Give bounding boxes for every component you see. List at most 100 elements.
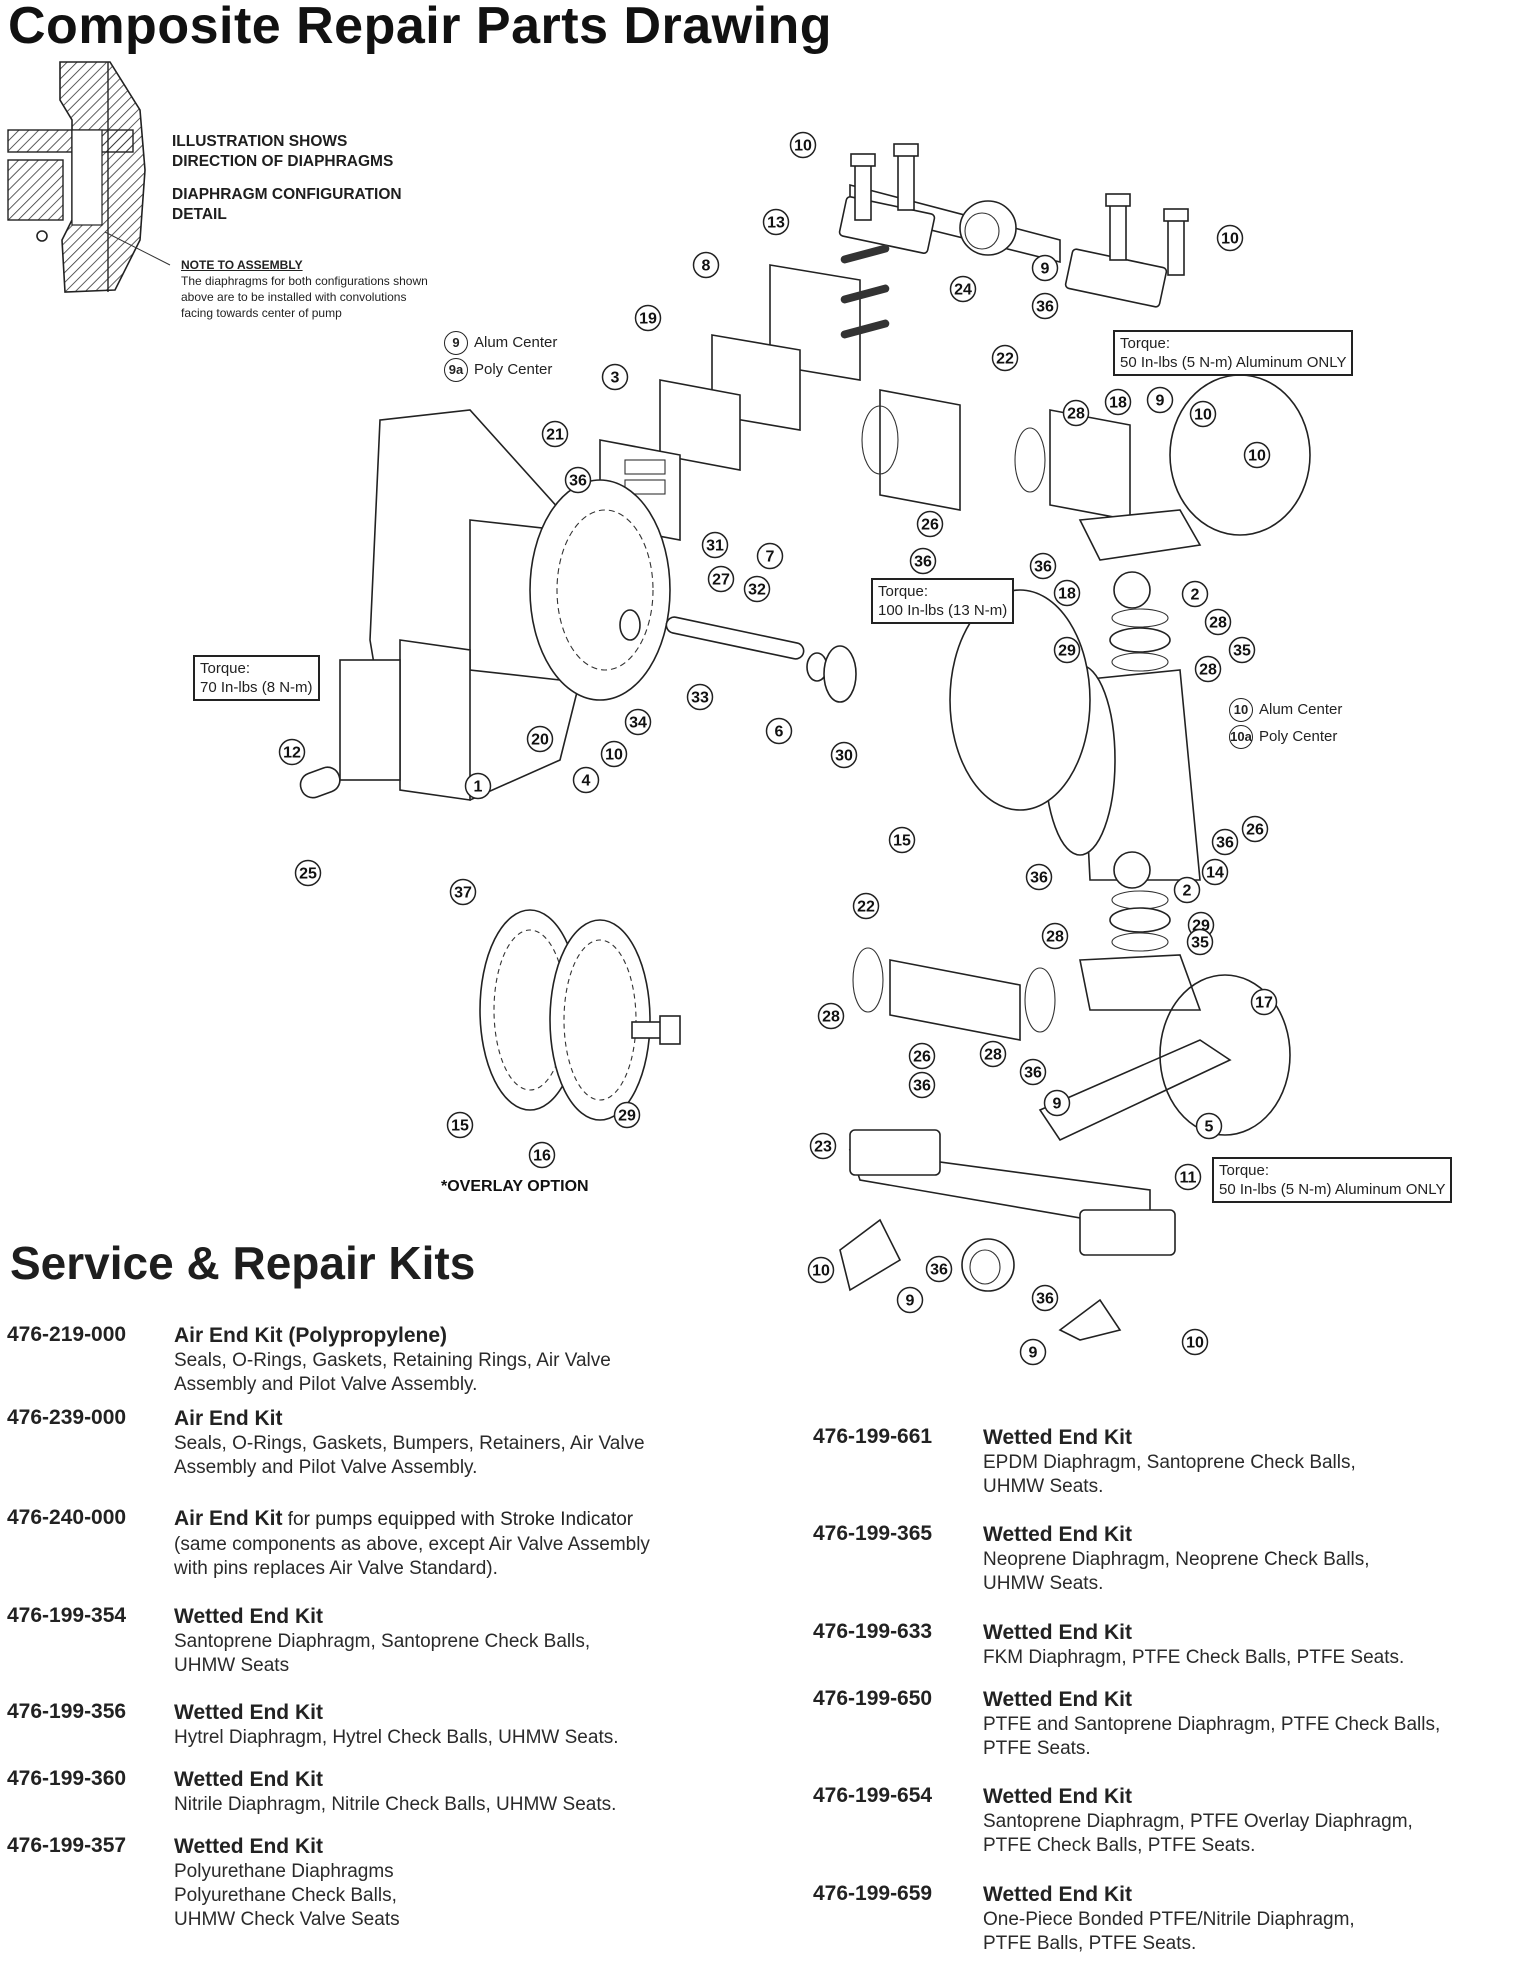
callout-number: 36 [1036,1291,1054,1308]
kit-part-number: 476-239-000 [7,1406,127,1429]
callout-number: 36 [930,1262,948,1279]
kit-part-number: 476-199-659 [813,1882,933,1905]
callout-number: 8 [702,258,711,275]
callout-number: 9 [1041,261,1050,278]
callout-number: 25 [299,866,317,883]
torque-value: 50 In-lbs (5 N-m) Aluminum ONLY [1120,354,1347,371]
kit-detail-line: Seals, O-Rings, Gaskets, Retaining Rings… [174,1350,611,1371]
note-heading: NOTE TO ASSEMBLY [181,258,303,272]
page-title: Composite Repair Parts Drawing [8,0,833,55]
kit-part-number: 476-240-000 [7,1506,127,1529]
callout-circle [909,547,937,575]
suction-manifold [839,1129,1176,1341]
part-callout: 36 [925,1255,953,1283]
wetted-end-stack [852,374,1311,1142]
legend-label: Poly Center [474,361,553,378]
callout-number: 10 [794,138,812,155]
part-callout: 14 [1201,858,1229,886]
part-callout: 4 [572,766,600,794]
callout-number: 32 [748,582,766,599]
overlay-option-label: *OVERLAY OPTION [441,1178,589,1195]
callout-circle [1104,388,1132,416]
kit-detail-line: FKM Diaphragm, PTFE Check Balls, PTFE Se… [983,1647,1405,1668]
kit-name-text: Air End Kit (Polypropylene) [174,1324,448,1347]
overlay-diaphragm-option [479,909,681,1121]
part-callout: 23 [809,1132,837,1160]
kit-detail-line: Santoprene Diaphragm, PTFE Overlay Diaph… [983,1811,1413,1832]
kit-name: Wetted End Kit [174,1604,590,1630]
kit-name: Wetted End Kit [983,1522,1370,1548]
callout-number: 21 [546,427,564,444]
kit-detail-line: UHMW Seats. [983,1573,1104,1594]
callout-number: 7 [766,549,775,566]
part-callout: 10 [1189,400,1217,428]
kit-name-text: Wetted End Kit [983,1621,1132,1644]
detail-line: DIRECTION OF DIAPHRAGMS [172,153,394,170]
detail-line: ILLUSTRATION SHOWS [172,133,348,150]
callout-circle [817,1002,845,1030]
callout-circle [1204,608,1232,636]
kit-name: Air End Kit [174,1406,645,1432]
part-callout: 35 [1186,928,1214,956]
callout-circle [278,738,306,766]
part-callout: 33 [686,683,714,711]
kit-detail-line: Nitrile Diaphragm, Nitrile Check Balls, … [174,1794,617,1815]
part-callout: 7 [756,542,784,570]
kit-name-text: Wetted End Kit [983,1523,1132,1546]
callout-number: 16 [533,1148,551,1165]
part-callout: 3 [601,363,629,391]
callout-circle [1201,858,1229,886]
part-callout: 36 [1029,552,1057,580]
torque-value: 70 In-lbs (8 N-m) [200,679,313,696]
part-callout: 15 [446,1111,474,1139]
callout-circle [991,344,1019,372]
callout-circle [888,826,916,854]
callout-circle [1053,579,1081,607]
part-callout: 13 [762,208,790,236]
callout-circle [541,420,569,448]
callout-number: 13 [767,215,785,232]
part-callout: 30 [830,741,858,769]
torque-heading: Torque: [1120,335,1171,352]
callout-number: 33 [691,690,709,707]
part-callout: 28 [1062,399,1090,427]
part-callout: 10 [789,131,817,159]
diaphragm-cross-section-detail [6,60,171,300]
callout-circle [601,363,629,391]
detail-line: DIAPHRAGM CONFIGURATION [172,186,402,203]
torque-heading: Torque: [1219,1162,1270,1179]
kit-part-number: 476-199-654 [813,1784,933,1807]
callout-circle [701,531,729,559]
callout-number: 37 [454,885,472,902]
discharge-manifold [838,143,1189,308]
kit-detail-line: UHMW Seats [174,1655,290,1676]
part-callout: 1 [464,772,492,800]
kit-name: Wetted End Kit [174,1767,616,1793]
callout-number: 26 [913,1049,931,1066]
callout-number: 35 [1191,935,1209,952]
kit-detail-line: PTFE Balls, PTFE Seats. [983,1933,1197,1954]
callout-circle [624,708,652,736]
part-callout: 9 [1146,386,1174,414]
part-callout: 36 [1025,863,1053,891]
kit-detail-line: Hytrel Diaphragm, Hytrel Check Balls, UH… [174,1727,619,1748]
part-callout: 28 [1204,608,1232,636]
part-callout: 19 [634,304,662,332]
kit-detail-line: Assembly and Pilot Valve Assembly. [174,1374,478,1395]
kit-name-text: Wetted End Kit [174,1701,323,1724]
callout-circle [1043,1089,1071,1117]
callout-number: 15 [893,833,911,850]
callout-number: 11 [1180,1170,1197,1187]
part-callout: 32 [743,575,771,603]
kit-detail-line: Polyurethane Check Balls, [174,1885,397,1906]
part-callout: 31 [701,531,729,559]
callout-bubble: 9 [444,330,468,355]
